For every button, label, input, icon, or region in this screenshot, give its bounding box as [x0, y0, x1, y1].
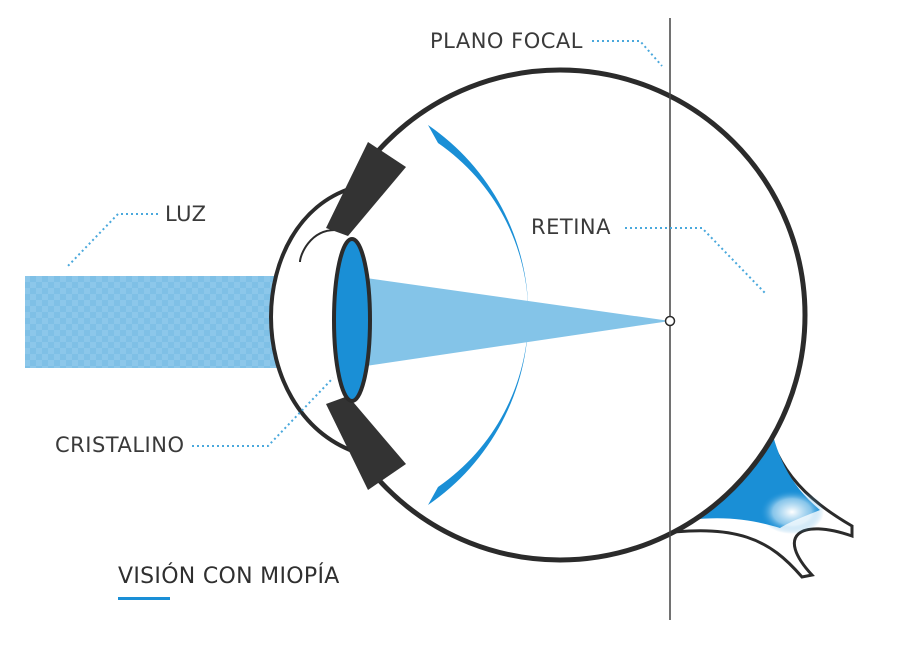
- leader-retina: [625, 227, 766, 294]
- iris-lower: [326, 396, 406, 490]
- plano-focal-label: PLANO FOCAL: [430, 29, 583, 53]
- leader-cristalino: [192, 377, 334, 447]
- diagram-title: VISIÓN CON MIOPÍA: [118, 564, 340, 589]
- cristalino-label: CRISTALINO: [55, 433, 185, 457]
- crystalline-lens: [332, 237, 372, 403]
- optic-nerve-glow: [760, 490, 824, 534]
- cornea-inner-line: [299, 229, 336, 263]
- leader-luz: [65, 213, 158, 269]
- iris-upper: [326, 142, 406, 236]
- leader-plano-focal: [592, 40, 663, 67]
- cornea: [269, 186, 356, 454]
- focal-point: [664, 315, 676, 327]
- luz-label: LUZ: [165, 202, 207, 226]
- light-cone: [352, 276, 670, 368]
- retina-label: RETINA: [531, 215, 611, 239]
- title-underline: [118, 597, 170, 600]
